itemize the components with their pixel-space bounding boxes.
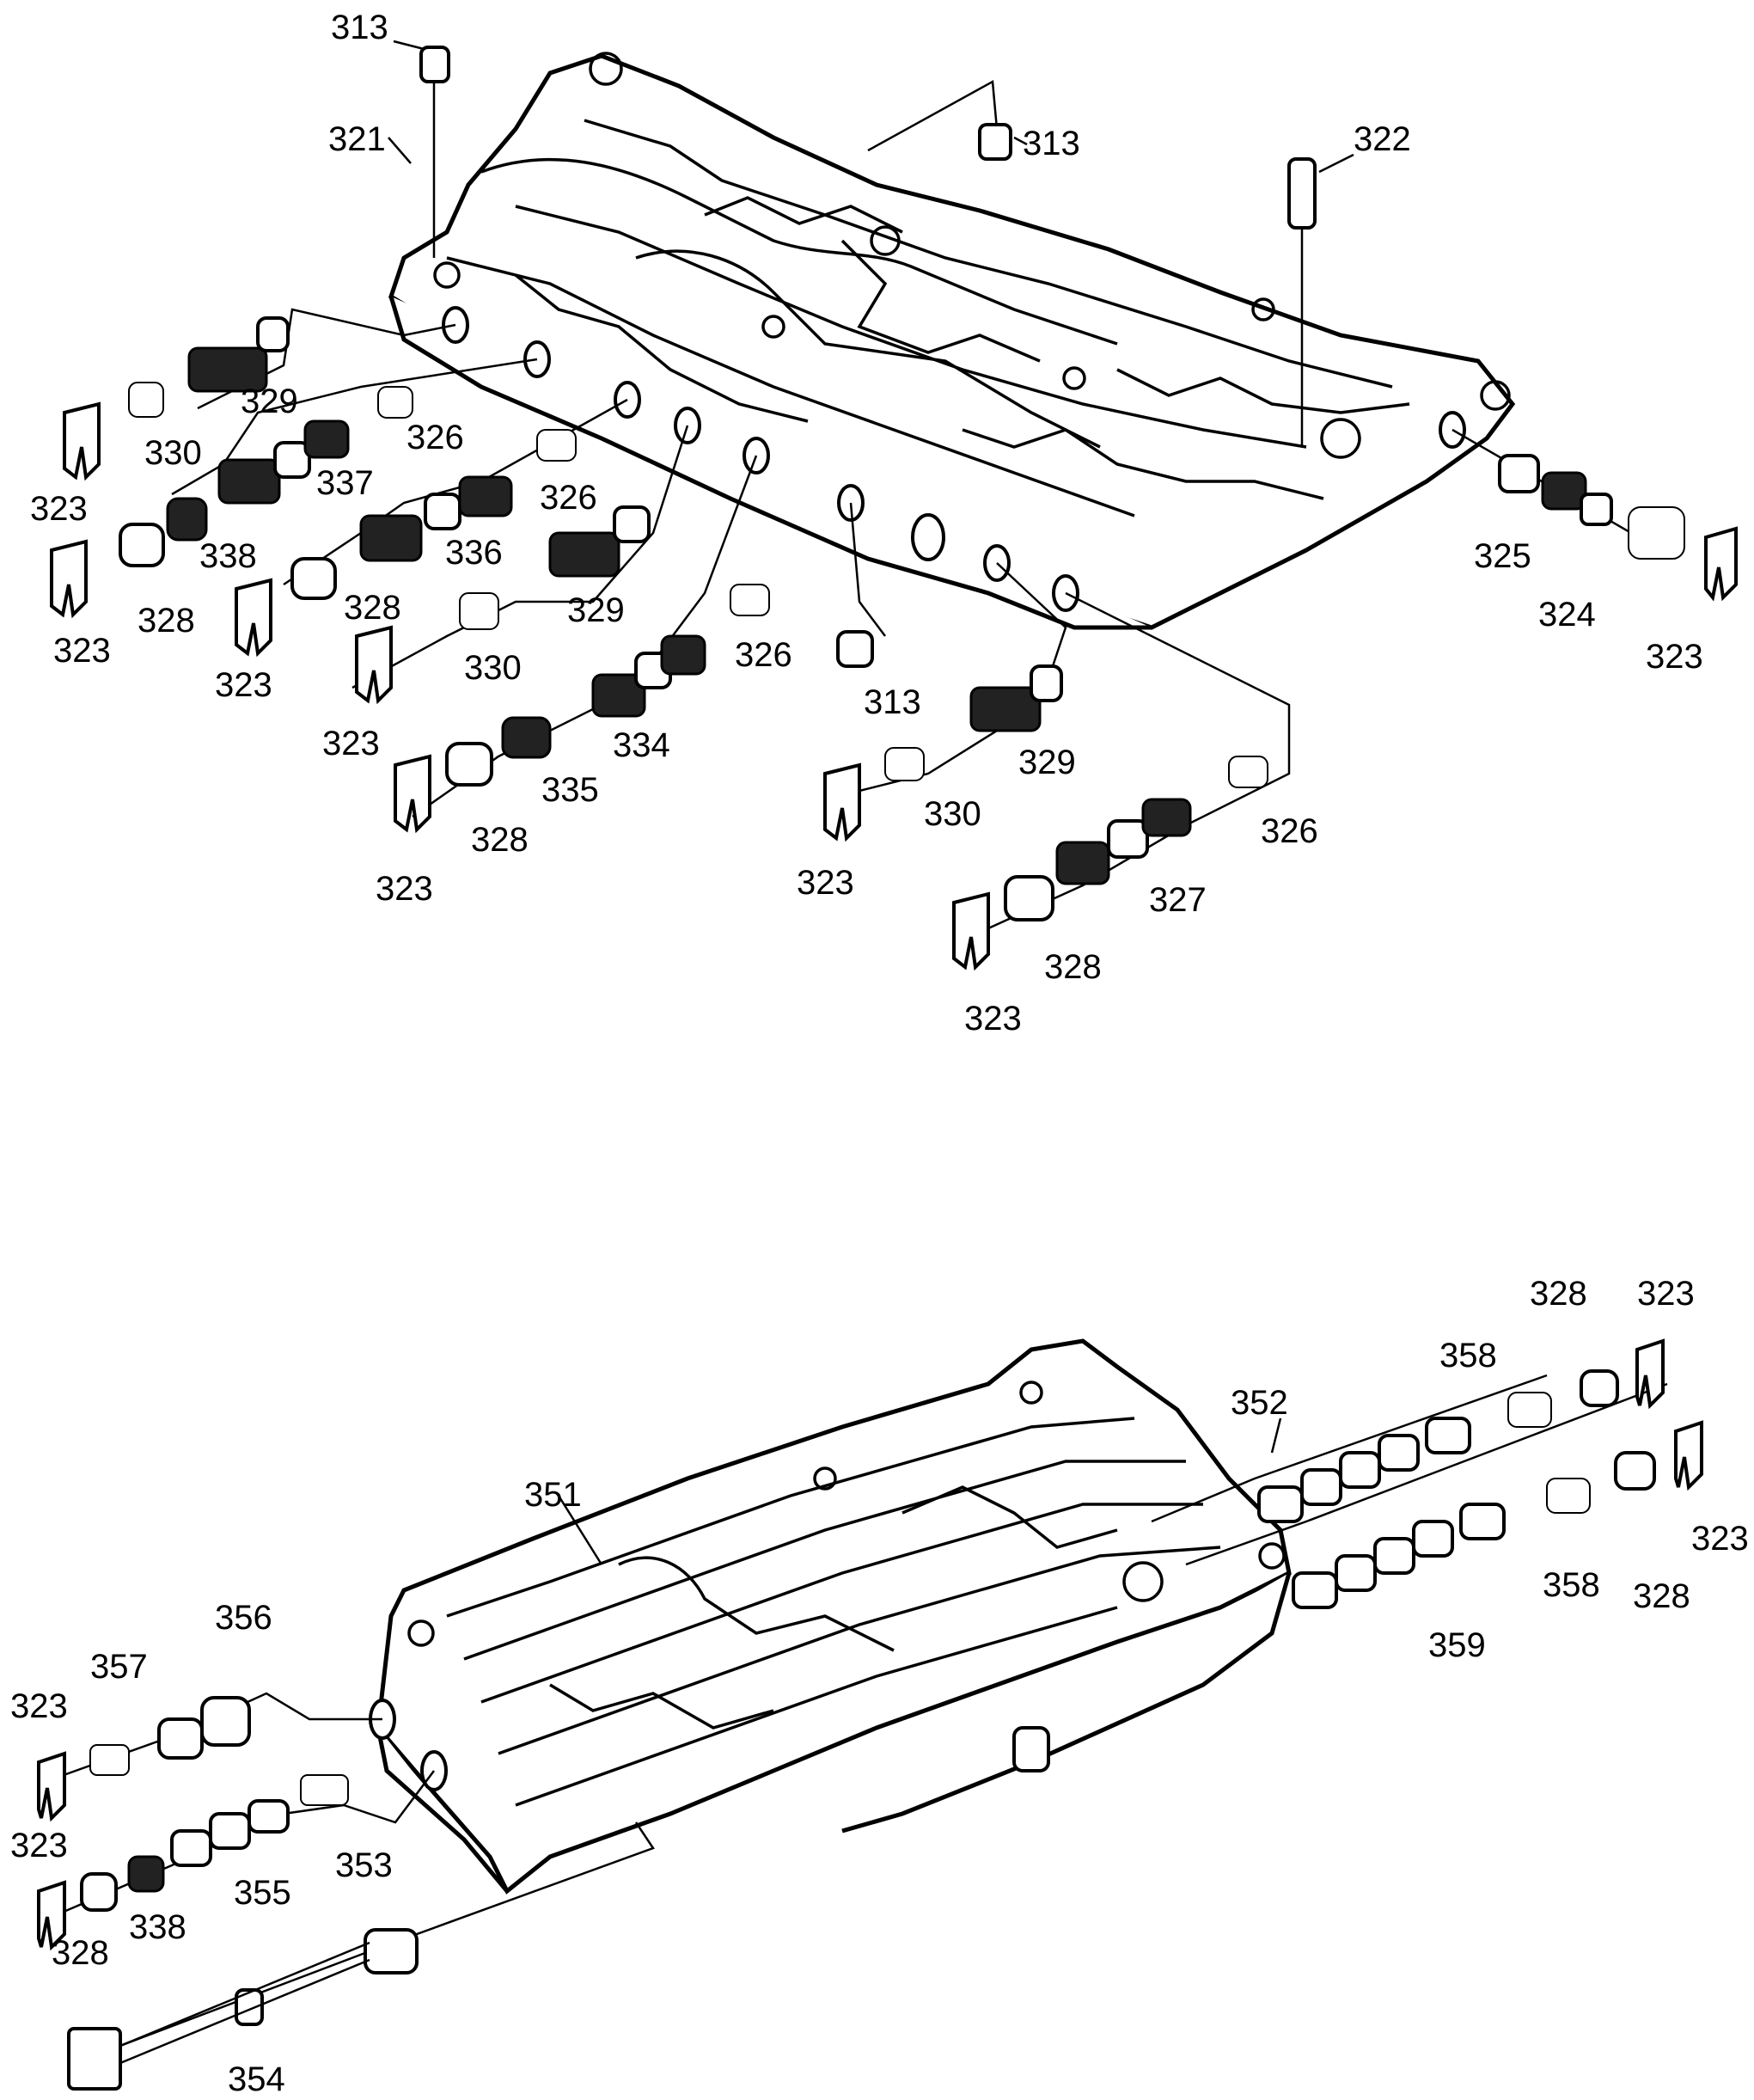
callout-label: 334 — [613, 726, 670, 764]
callout-label: 338 — [199, 537, 257, 575]
callout-label: 358 — [1439, 1337, 1497, 1374]
callout-label: 329 — [241, 383, 298, 420]
callout-label: 323 — [322, 725, 380, 762]
callout-label: 357 — [90, 1648, 148, 1686]
callout-label: 323 — [1637, 1275, 1695, 1313]
callout-label: 337 — [316, 464, 374, 502]
callout-label: 323 — [53, 632, 111, 670]
callout-label: 326 — [540, 479, 597, 517]
callout-label: 330 — [464, 649, 522, 687]
callout-label: 356 — [215, 1599, 272, 1637]
lower-valve-body — [369, 1338, 1292, 1895]
callout-label: 335 — [541, 771, 599, 809]
callout-label: 326 — [1261, 812, 1318, 850]
callout-label: 323 — [1646, 638, 1703, 676]
callout-label: 324 — [1538, 596, 1596, 634]
callout-label: 353 — [335, 1846, 393, 1884]
callout-label: 354 — [228, 2060, 285, 2098]
callout-label: 352 — [1231, 1384, 1288, 1422]
callout-label: 328 — [471, 821, 529, 859]
callout-label: 328 — [344, 589, 401, 627]
callout-label: 359 — [1428, 1626, 1486, 1664]
callout-label: 329 — [567, 591, 625, 629]
callout-label: 351 — [524, 1476, 582, 1514]
callout-label: 322 — [1354, 120, 1411, 158]
callout-label: 330 — [924, 795, 981, 833]
callout-label: 323 — [1691, 1520, 1749, 1558]
callout-label: 328 — [138, 602, 195, 640]
callout-label: 326 — [406, 419, 464, 456]
upper-valve-body — [388, 52, 1516, 630]
upper-parts — [50, 46, 1738, 971]
callout-label: 329 — [1018, 744, 1076, 781]
callout-label: 323 — [964, 1000, 1022, 1038]
callout-label: 325 — [1474, 537, 1531, 575]
callout-label: 323 — [215, 666, 272, 704]
callout-label: 323 — [797, 864, 854, 902]
callout-label: 321 — [328, 120, 386, 158]
callout-label: 355 — [234, 1874, 291, 1912]
callout-label: 328 — [1633, 1577, 1690, 1615]
callout-label: 328 — [1530, 1275, 1587, 1313]
callout-label: 323 — [10, 1687, 68, 1725]
callout-labels: 313 321 313 322 329 330 326 337 323 338 … — [10, 9, 1749, 2098]
lower-body-channels — [407, 1381, 1286, 1807]
callout-label: 313 — [331, 9, 388, 46]
callout-label: 330 — [144, 434, 202, 472]
callout-label: 326 — [735, 636, 792, 674]
callout-label: 328 — [1044, 948, 1102, 986]
callout-label: 323 — [376, 870, 433, 908]
callout-label: 336 — [445, 534, 503, 572]
callout-label: 323 — [30, 490, 88, 528]
callout-label: 338 — [129, 1908, 186, 1946]
bore-openings — [442, 306, 1466, 612]
callout-label: 313 — [864, 683, 921, 721]
callout-label: 358 — [1543, 1566, 1600, 1604]
callout-label: 323 — [10, 1827, 68, 1864]
lower-parts — [37, 1338, 1703, 2091]
callout-label: 327 — [1149, 881, 1207, 919]
upper-body-channels — [433, 52, 1511, 517]
callout-label: 328 — [52, 1934, 109, 1972]
callout-label: 313 — [1023, 125, 1080, 162]
